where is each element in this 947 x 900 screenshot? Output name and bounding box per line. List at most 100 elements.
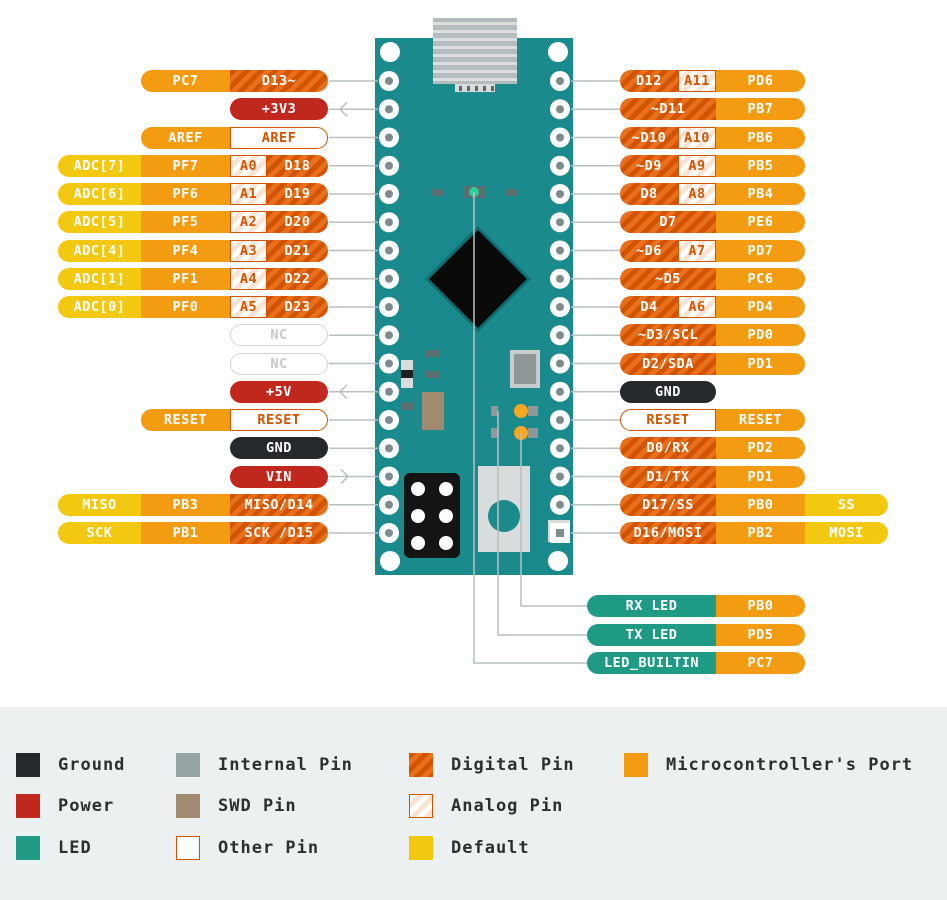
power-label: +5V <box>230 380 328 403</box>
icsp-pin <box>411 536 425 550</box>
port-label: PC7 <box>716 652 805 674</box>
header-pin-hole <box>556 444 564 453</box>
header-pin-hole <box>385 190 393 198</box>
led-label: RX LED <box>587 595 716 617</box>
header-pin-hole <box>556 303 564 311</box>
default-label: ADC[5] <box>58 211 141 234</box>
arrow-icon <box>338 384 348 400</box>
icsp-pin <box>411 509 425 523</box>
analog-pin-label: A11 <box>678 70 716 92</box>
analog-pin-label: A2 <box>230 211 267 234</box>
led-label: LED_BUILTIN <box>587 652 716 674</box>
port-label: PD0 <box>716 324 805 347</box>
icsp-pin <box>439 482 453 496</box>
port-label: PB3 <box>141 493 230 516</box>
port-label: PD1 <box>716 352 805 375</box>
default-label: SS <box>805 493 888 516</box>
header-pin-hole <box>385 359 393 368</box>
default-label: MOSI <box>805 522 888 544</box>
port-label: PC7 <box>141 70 230 92</box>
header-pin-hole <box>385 472 393 481</box>
header-pin-hole <box>556 416 564 424</box>
other-pin-label: RESET <box>620 409 716 431</box>
usb-stripe <box>433 70 517 73</box>
ground-label: GND <box>620 380 716 403</box>
digital-pin-label: D21 <box>267 239 328 262</box>
header-pins <box>379 71 570 543</box>
legend-item-ground: Ground <box>16 752 125 778</box>
legend-swatch <box>624 753 648 777</box>
port-label: PE6 <box>716 211 805 234</box>
legend-label: Other Pin <box>218 838 320 858</box>
header-pin-hole <box>556 274 564 283</box>
legend-label: Digital Pin <box>451 755 575 775</box>
digital-pin-label: ~D11 <box>620 98 716 121</box>
header-pin-hole <box>556 105 564 114</box>
analog-pin-label: A0 <box>230 154 267 177</box>
legend-item-default: Default <box>409 835 530 861</box>
digital-pin-label: D7 <box>620 211 716 234</box>
led-label: TX LED <box>587 624 716 646</box>
power-label: VIN <box>230 465 328 488</box>
legend-swatch <box>16 753 40 777</box>
header-pin-hole <box>556 500 564 509</box>
header-pin-hole <box>556 246 564 255</box>
header-pin-hole <box>385 161 393 170</box>
port-label: PB1 <box>141 522 230 544</box>
digital-pin-label: D0/RX <box>620 437 716 460</box>
port-label: PD6 <box>716 70 805 92</box>
port-label: PB6 <box>716 126 805 149</box>
header-pin-hole <box>556 133 564 142</box>
default-label: ADC[1] <box>58 267 141 290</box>
header-pin-hole <box>556 529 564 537</box>
header-pin-hole <box>385 529 393 537</box>
usb-stripe <box>433 62 517 65</box>
port-label: PF4 <box>141 239 230 262</box>
digital-pin-label: ~D10 <box>620 126 678 149</box>
other-pin-label: AREF <box>230 126 328 149</box>
arrow-icon <box>338 101 348 117</box>
legend-swatch <box>409 836 433 860</box>
led-connector-line <box>497 411 587 636</box>
header-pin-hole <box>385 77 393 85</box>
legend-label: SWD Pin <box>218 796 297 816</box>
legend-swatch <box>409 794 433 818</box>
legend-swatch <box>409 753 433 777</box>
header-pin-hole <box>556 190 564 198</box>
port-label: PF1 <box>141 267 230 290</box>
header-pin-hole <box>556 77 564 85</box>
digital-pin-label: D23 <box>267 296 328 318</box>
board-diagram <box>329 18 620 664</box>
header-pin-hole <box>385 331 393 340</box>
port-label: PB5 <box>716 154 805 177</box>
usb-stripe <box>433 38 517 41</box>
digital-pin-label: MISO/D14 <box>230 493 328 516</box>
legend-item-analog: Analog Pin <box>409 793 563 819</box>
port-label: PB0 <box>716 493 805 516</box>
port-label: RESET <box>141 409 230 431</box>
legend-label: Microcontroller's Port <box>666 755 914 775</box>
legend-label: Internal Pin <box>218 755 353 775</box>
header-pin-hole <box>556 387 564 396</box>
digital-pin-label: D1/TX <box>620 465 716 488</box>
port-label: PD5 <box>716 624 805 646</box>
analog-pin-label: A6 <box>678 296 716 318</box>
connector-lines <box>329 80 620 664</box>
legend-label: LED <box>58 838 92 858</box>
header-pin-hole <box>385 105 393 114</box>
header-pin-hole <box>556 359 564 368</box>
header-pin-hole <box>556 331 564 340</box>
digital-pin-label: D4 <box>620 296 678 318</box>
led-connector-line <box>473 192 587 664</box>
port-label: PF5 <box>141 211 230 234</box>
digital-pin-label: ~D3/SCL <box>620 324 716 347</box>
legend-swatch <box>16 794 40 818</box>
header-pin-hole <box>385 246 393 255</box>
digital-pin-label: D19 <box>267 183 328 205</box>
power-label: +3V3 <box>230 98 328 121</box>
digital-pin-label: ~D9 <box>620 154 678 177</box>
analog-pin-label: A1 <box>230 183 267 205</box>
port-label: PB0 <box>716 595 805 617</box>
legend-swatch <box>176 794 200 818</box>
legend: Ground Internal Pin Digital Pin Microcontro… <box>0 707 947 900</box>
